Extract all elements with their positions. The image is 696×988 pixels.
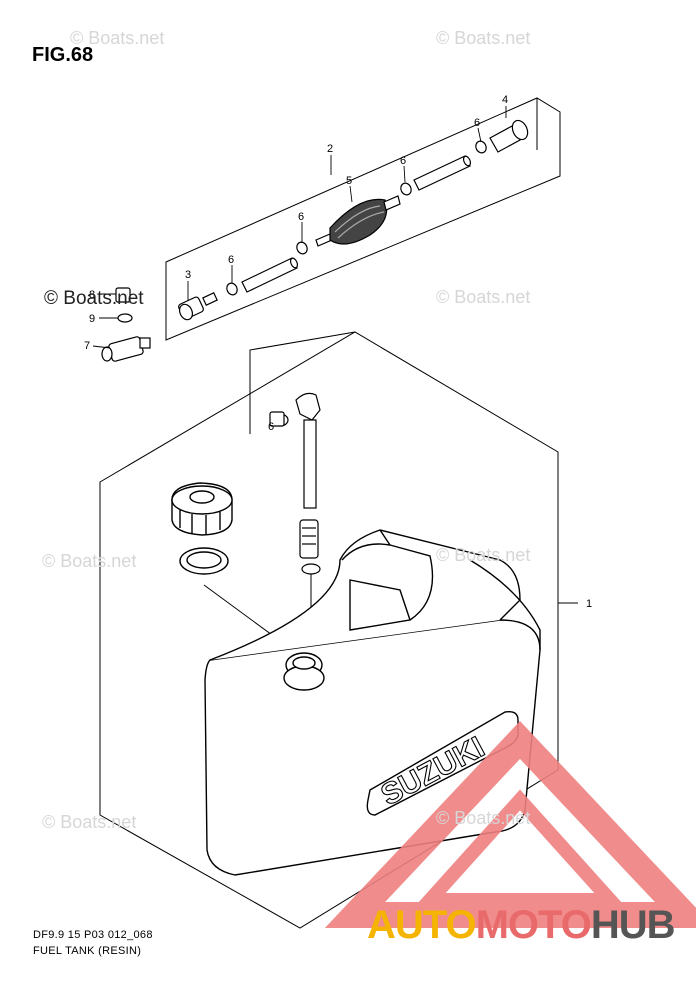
watermark: © Boats.net: [436, 287, 531, 307]
watermark: © Boats.net: [70, 28, 165, 48]
caption-line-1: DF9.9 15 P03 012_068: [33, 929, 153, 941]
caption-line-2: FUEL TANK (RESIN): [33, 945, 142, 957]
fuel-cap: [171, 482, 233, 536]
callout-6-a: 6: [474, 117, 480, 129]
brand-part-auto: AUTO: [367, 903, 477, 947]
connector-3: [178, 292, 218, 321]
part-9: [117, 313, 133, 323]
fuel-hose-assembly: [178, 119, 529, 321]
callout-6-c: 6: [298, 211, 304, 223]
leader-lines: [92, 106, 578, 604]
part-8: [115, 287, 131, 303]
clip-6c: [400, 182, 412, 196]
callout-4: 4: [502, 94, 508, 106]
primer-bulb-5: [315, 195, 401, 247]
callout-8: 8: [89, 289, 95, 301]
callout-2: 2: [327, 143, 333, 155]
clip-6d: [475, 140, 487, 154]
callout-6-e: 6: [268, 421, 274, 433]
brand-part-hub: HUB: [590, 903, 676, 947]
watermark-dark: © Boats.net: [44, 288, 144, 309]
watermark: © Boats.net: [42, 812, 137, 832]
watermark: © Boats.net: [42, 551, 137, 571]
callout-6-b: 6: [400, 155, 406, 167]
callout-1: 1: [586, 598, 592, 610]
clip-6a: [226, 282, 238, 296]
callout-6-d: 6: [228, 254, 234, 266]
brand-triangle-logo: [324, 721, 696, 928]
callout-9: 9: [89, 313, 95, 325]
connector-4: [489, 119, 529, 153]
callout-3: 3: [185, 269, 191, 281]
hose-segment-1: [241, 257, 299, 293]
watermark: © Boats.net: [436, 28, 531, 48]
part-7: [101, 336, 151, 362]
watermark: © Boats.net: [436, 808, 531, 828]
callout-7: 7: [84, 340, 90, 352]
brand-part-moto: MOTO: [475, 903, 592, 947]
fuel-line-frame: [165, 97, 561, 341]
callout-5: 5: [346, 175, 352, 187]
pickup-tube: [269, 392, 321, 629]
hose-segment-2: [413, 155, 472, 191]
cap-gasket: [179, 547, 229, 575]
brand-wordmark: AUTOMOTOHUB: [367, 903, 676, 948]
figure-title: FIG.68: [32, 44, 94, 66]
clip-6b: [296, 241, 308, 255]
watermark: © Boats.net: [436, 545, 531, 565]
pickup-frame: [249, 331, 356, 434]
